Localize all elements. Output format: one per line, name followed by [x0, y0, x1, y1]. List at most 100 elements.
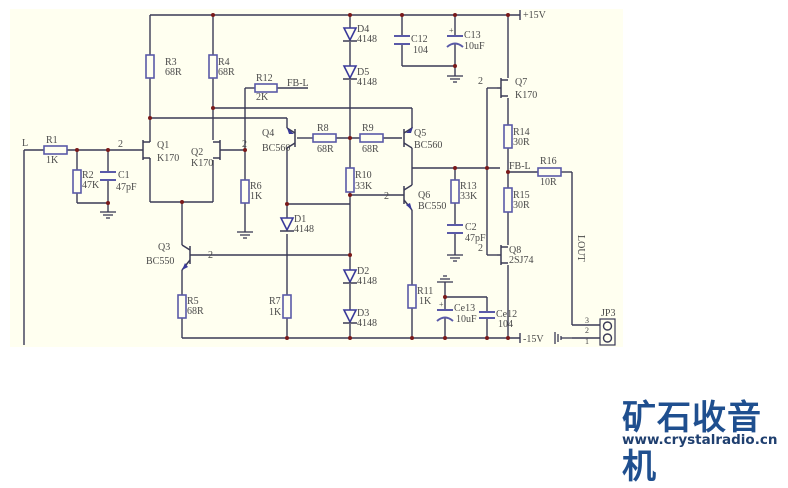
r12-ref: R12 [256, 73, 273, 84]
ground-icon [447, 75, 463, 83]
ground-symbols [100, 75, 572, 344]
capacitor-c12 [394, 35, 410, 45]
pin-number: 2 [478, 243, 483, 254]
r3-ref: R3 [165, 57, 177, 68]
r16-ref: R16 [540, 156, 557, 167]
q7-value: K170 [515, 90, 537, 101]
transistor-q7 [497, 78, 508, 98]
schematic-diagram: + + [10, 9, 623, 347]
svg-text:+: + [439, 300, 444, 309]
transistor-q2 [213, 140, 223, 160]
schematic-background [10, 9, 623, 347]
transistor-q1 [140, 140, 151, 160]
pin-number: 2 [118, 139, 123, 150]
q5-value: BC560 [414, 140, 442, 151]
resistor-r13 [450, 179, 460, 204]
r15-value: 30R [513, 200, 530, 211]
resistor-r9 [359, 133, 384, 143]
r14-ref: R14 [513, 127, 530, 138]
ce13-ref: Ce13 [454, 303, 475, 314]
resistor-r3 [145, 54, 155, 79]
resistor-r12 [254, 83, 278, 93]
diode-d2 [342, 269, 358, 284]
ground-icon [554, 332, 572, 344]
junction-dots [75, 13, 510, 340]
pin-number: 2 [478, 76, 483, 87]
feedback-label: FB-L [287, 78, 309, 89]
connector-jp3 [599, 318, 616, 346]
d4-value: 4148 [357, 34, 377, 45]
resistor-r6 [240, 179, 250, 204]
r9-ref: R9 [362, 123, 374, 134]
c1-ref: C1 [118, 170, 130, 181]
ground-icon [437, 275, 453, 283]
wires [23, 14, 600, 345]
r13-ref: R13 [460, 181, 477, 192]
r13-value: 33K [460, 191, 478, 202]
q2-value: K170 [191, 158, 213, 169]
r3-value: 68R [165, 67, 182, 78]
d3-ref: D3 [357, 308, 369, 319]
d1-value: 4148 [294, 224, 314, 235]
c2-ref: C2 [465, 222, 477, 233]
c1-value: 47pF [116, 182, 137, 193]
ground-icon [447, 254, 463, 262]
feedback-label: FB-L [509, 161, 531, 172]
q1-ref: Q1 [157, 140, 169, 151]
r14-value: 30R [513, 137, 530, 148]
connector-pin: 1 [585, 337, 589, 346]
q4-ref: Q4 [262, 128, 274, 139]
connector-pin: 3 [585, 316, 589, 325]
d3-value: 4148 [357, 318, 377, 329]
q4-value: BC560 [262, 143, 290, 154]
q3-value: BC550 [146, 256, 174, 267]
capacitors: + + [100, 26, 495, 322]
r1-ref: R1 [46, 135, 58, 146]
r5-ref: R5 [187, 296, 199, 307]
connector-label: JP3 [601, 308, 615, 319]
positive-rail-label: +15V [523, 10, 547, 21]
resistor-r8 [312, 133, 337, 143]
resistor-r10 [345, 167, 355, 193]
output-label: LOUT [575, 235, 586, 262]
connector-pin: 2 [585, 326, 589, 335]
input-label: L [22, 138, 28, 149]
capacitor-ce13: + [436, 300, 454, 322]
q5-ref: Q5 [414, 128, 426, 139]
resistor-r16 [537, 167, 562, 177]
r7-ref: R7 [269, 296, 281, 307]
diode-d4 [342, 27, 358, 42]
ground-icon [100, 211, 116, 219]
c12-value: 104 [413, 45, 428, 56]
capacitor-c2 [447, 224, 463, 234]
diode-d3 [342, 309, 358, 324]
r16-value: 10R [540, 177, 557, 188]
r7-value: 1K [269, 307, 282, 318]
negative-rail-label: -15V [523, 334, 544, 345]
pin-number: 2 [208, 250, 213, 261]
transistors [140, 78, 508, 271]
diodes [279, 27, 358, 324]
resistor-r7 [282, 294, 292, 319]
d4-ref: D4 [357, 24, 369, 35]
ce12-value: 104 [498, 319, 513, 330]
resistor-r14 [503, 124, 513, 149]
watermark-url: www.crystalradio.cn [622, 432, 778, 448]
d1-ref: D1 [294, 214, 306, 225]
resistor-r15 [503, 187, 513, 213]
c13-value: 10uF [464, 41, 485, 52]
r11-value: 1K [419, 296, 432, 307]
d2-value: 4148 [357, 276, 377, 287]
r1-value: 1K [46, 155, 59, 166]
r12-value: 2K [256, 92, 269, 103]
q8-ref: Q8 [509, 245, 521, 256]
c2-value: 47pF [465, 233, 486, 244]
r2-ref: R2 [82, 170, 94, 181]
q6-ref: Q6 [418, 190, 430, 201]
pin-number: 2 [384, 191, 389, 202]
resistor-r11 [407, 284, 417, 309]
r6-value: 1K [250, 191, 263, 202]
resistor-r2 [72, 169, 82, 194]
resistor-r5 [177, 294, 187, 319]
ce12-ref: Ce12 [496, 309, 517, 320]
